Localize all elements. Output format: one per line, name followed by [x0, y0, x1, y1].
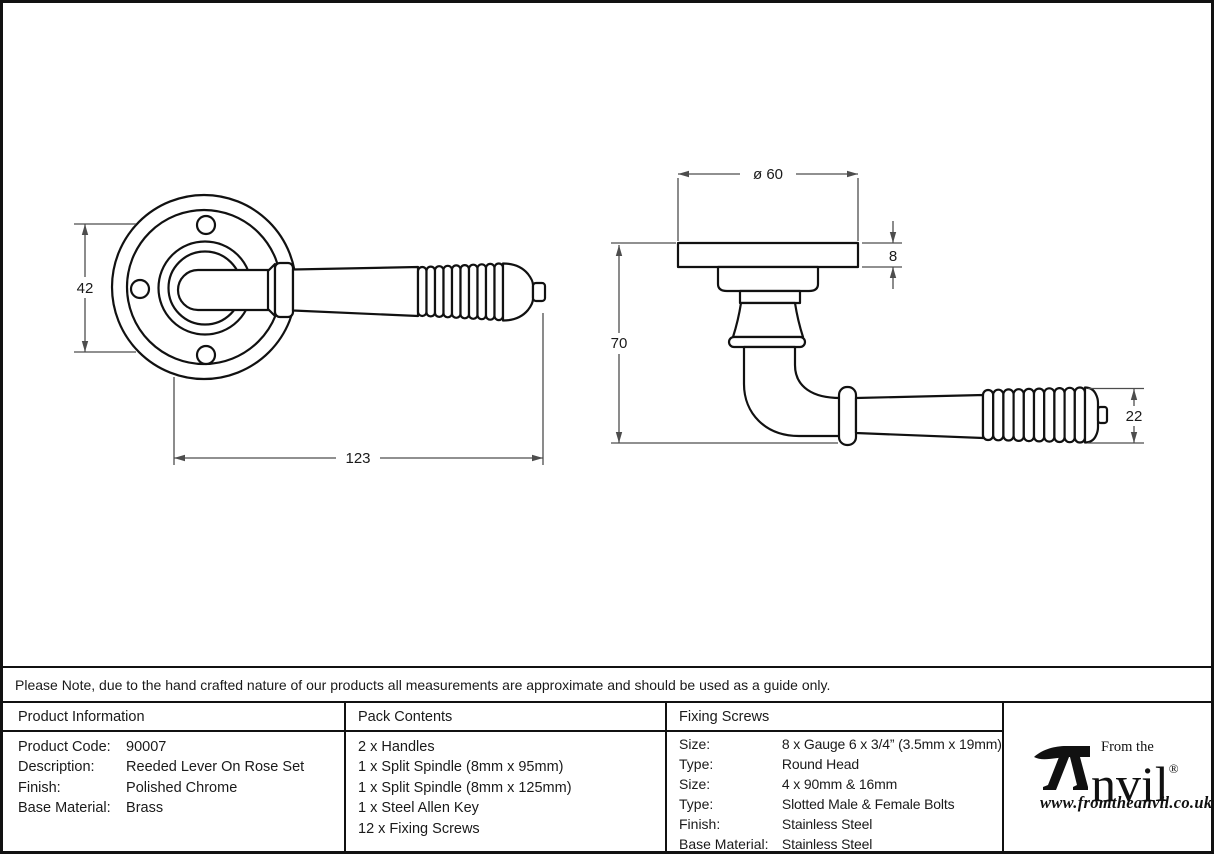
table-row: Base Material: Brass	[18, 798, 332, 818]
screw-holes	[129, 214, 217, 366]
row-value: Slotted Male & Female Bolts	[781, 795, 955, 812]
dim-rose-thickness: 8	[889, 248, 897, 265]
lever-collar-front	[273, 261, 295, 319]
registered-mark: ®	[1168, 761, 1179, 776]
side-view-dimensions: ø 60 8 70 22	[606, 164, 1148, 444]
side-view	[676, 241, 1109, 447]
row-label: Size:	[679, 736, 711, 752]
lever-tip-nub-front	[531, 281, 547, 303]
row-value: 4 x 90mm & 16mm	[781, 775, 898, 792]
row-value: 90007	[126, 739, 167, 755]
rose-step2-side	[738, 289, 802, 305]
neck-flare-side	[731, 301, 805, 339]
lever-elbow-side	[742, 345, 844, 438]
row-value: Brass	[126, 800, 164, 817]
pack-contents-column: Pack Contents 2 x Handles 1 x Split Spin…	[344, 703, 665, 851]
list-item: 1 x Split Spindle (8mm x 125mm)	[358, 779, 572, 796]
rose-plate-side	[676, 241, 860, 269]
anvil-icon	[1034, 746, 1090, 790]
table-row: Product Code: 90007	[18, 737, 332, 757]
lever-tip-nub-side	[1096, 405, 1109, 425]
row-label: Finish:	[18, 779, 61, 796]
table-row: Size: 4 x 90mm & 16mm	[679, 775, 1002, 795]
lever-shaft-side	[854, 393, 985, 440]
row-label: Description:	[18, 759, 95, 776]
brand-name-text: nvil	[1091, 756, 1169, 812]
dim-rose-width: 42	[77, 280, 94, 297]
row-label: Finish:	[679, 815, 721, 832]
reeded-grip-side	[981, 386, 1087, 444]
neck-ring-side	[727, 335, 807, 349]
list-item: 1 x Split Spindle (8mm x 95mm)	[358, 759, 564, 776]
technical-drawing: 42 123	[71, 164, 1148, 468]
lever-tip-dome-front	[501, 262, 535, 322]
row-value: Reeded Lever On Rose Set	[126, 759, 305, 776]
disclaimer-note: Please Note, due to the hand crafted nat…	[0, 666, 1214, 703]
table-row: Description: Reeded Lever On Rose Set	[18, 757, 332, 777]
lever-tip-dome-side	[1083, 386, 1100, 444]
row-value: Stainless Steel	[781, 815, 873, 832]
list-item: 12 x Fixing Screws	[358, 820, 480, 837]
fixing-screws-header: Fixing Screws	[667, 703, 1002, 732]
brand-name: nvil®	[1091, 743, 1179, 810]
disclaimer-note-text: Please Note, due to the hand crafted nat…	[15, 676, 831, 693]
dim-grip-diameter: 22	[1126, 408, 1143, 425]
front-view-dimensions: 42 123	[71, 223, 544, 468]
front-view	[110, 193, 547, 381]
rose-step-side	[716, 265, 820, 293]
row-value: Stainless Steel	[781, 835, 873, 851]
row-label: Base Material:	[18, 800, 111, 817]
spec-table: Product Information Product Code: 90007 …	[3, 703, 1211, 851]
table-row: Type: Slotted Male & Female Bolts	[679, 795, 1002, 815]
dim-projection-height: 70	[611, 335, 628, 352]
brand-logo-panel: From the nvil® www.fromtheanvil.co.uk	[1002, 703, 1211, 851]
table-row: Finish: Stainless Steel	[679, 815, 1002, 835]
row-label: Size:	[679, 775, 711, 792]
row-label: Base Material:	[679, 835, 769, 851]
lever-shaft-front	[291, 265, 420, 318]
product-information-header: Product Information	[3, 703, 344, 732]
row-label: Type:	[679, 755, 714, 772]
reeded-grip-front	[416, 262, 505, 322]
logo-tagline: From the	[1101, 739, 1154, 755]
row-value: Round Head	[781, 755, 860, 772]
lever-neck-flare-front	[266, 262, 277, 318]
brand-url: www.fromtheanvil.co.uk	[1040, 793, 1211, 812]
fixing-screws-column: Fixing Screws Size: 8 x Gauge 6 x 3/4” (…	[665, 703, 1002, 851]
dim-rose-diameter: ø 60	[753, 166, 783, 183]
table-row: Finish: Polished Chrome	[18, 778, 332, 798]
pack-contents-header: Pack Contents	[346, 703, 665, 732]
list-item: 1 x Steel Allen Key	[358, 800, 479, 817]
list-item: 2 x Handles	[358, 739, 435, 755]
dim-lever-length: 123	[345, 450, 370, 467]
row-value: Polished Chrome	[126, 779, 238, 796]
lever-collar-side	[837, 385, 858, 447]
lever-neck-front	[176, 268, 274, 312]
table-row: Base Material: Stainless Steel	[679, 835, 1002, 851]
table-row: Type: Round Head	[679, 755, 1002, 775]
row-value: 8 x Gauge 6 x 3/4” (3.5mm x 19mm)	[781, 736, 1002, 752]
row-label: Product Code:	[18, 739, 111, 755]
row-label: Type:	[679, 795, 714, 812]
product-information-column: Product Information Product Code: 90007 …	[3, 703, 344, 851]
table-row: Size: 8 x Gauge 6 x 3/4” (3.5mm x 19mm)	[679, 735, 1002, 755]
